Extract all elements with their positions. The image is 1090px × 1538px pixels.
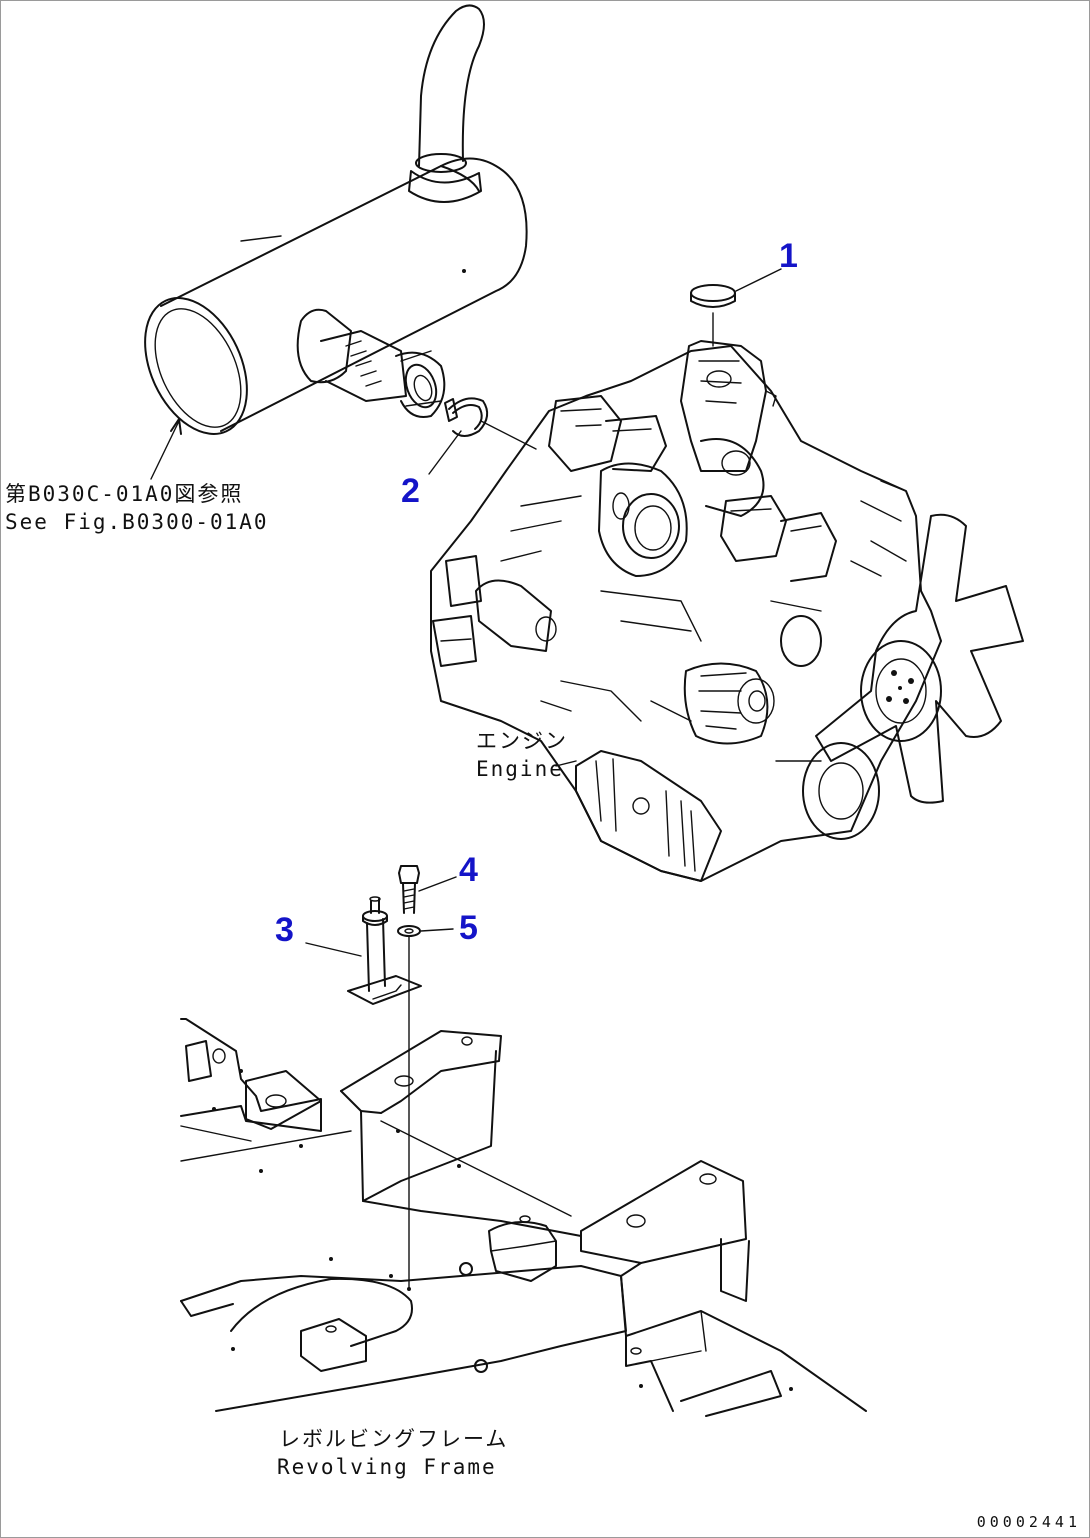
engine-assembly [430,340,1024,882]
engine-label-en: Engine [476,757,564,781]
leader-line-1 [712,268,782,347]
bolt-part-4 [398,865,420,914]
callout-4[interactable]: 4 [459,851,478,889]
leader-line-4 [418,876,457,892]
engine-label-jp: エンジン [476,729,568,753]
callout-3[interactable]: 3 [275,911,294,949]
frame-label-en: Revolving Frame [277,1455,497,1479]
washer-part-5 [397,925,421,937]
leader-line-3 [305,942,362,957]
callout-5[interactable]: 5 [459,909,478,947]
callout-2[interactable]: 2 [401,472,420,510]
callout-1[interactable]: 1 [779,237,798,275]
muffler-assembly [144,4,528,435]
leader-line-5 [420,928,454,932]
cap-part-1 [690,284,736,308]
leader-line-muffler-ref [150,420,180,480]
figure-id: 00002441 [976,1513,1081,1531]
stay-part-3 [347,896,422,1005]
frame-label-jp: レボルビングフレーム [279,1427,509,1451]
leader-line-2 [428,420,537,475]
muffler-reference-en: See Fig.B0300-01A0 [5,510,269,534]
arrow-head-muffler-ref [170,418,182,435]
clamp-part-2 [444,397,489,437]
revolving-frame [180,1018,867,1417]
muffler-reference-jp: 第B030C-01A0図参照 [5,482,244,506]
leader-line-engine [555,760,577,767]
